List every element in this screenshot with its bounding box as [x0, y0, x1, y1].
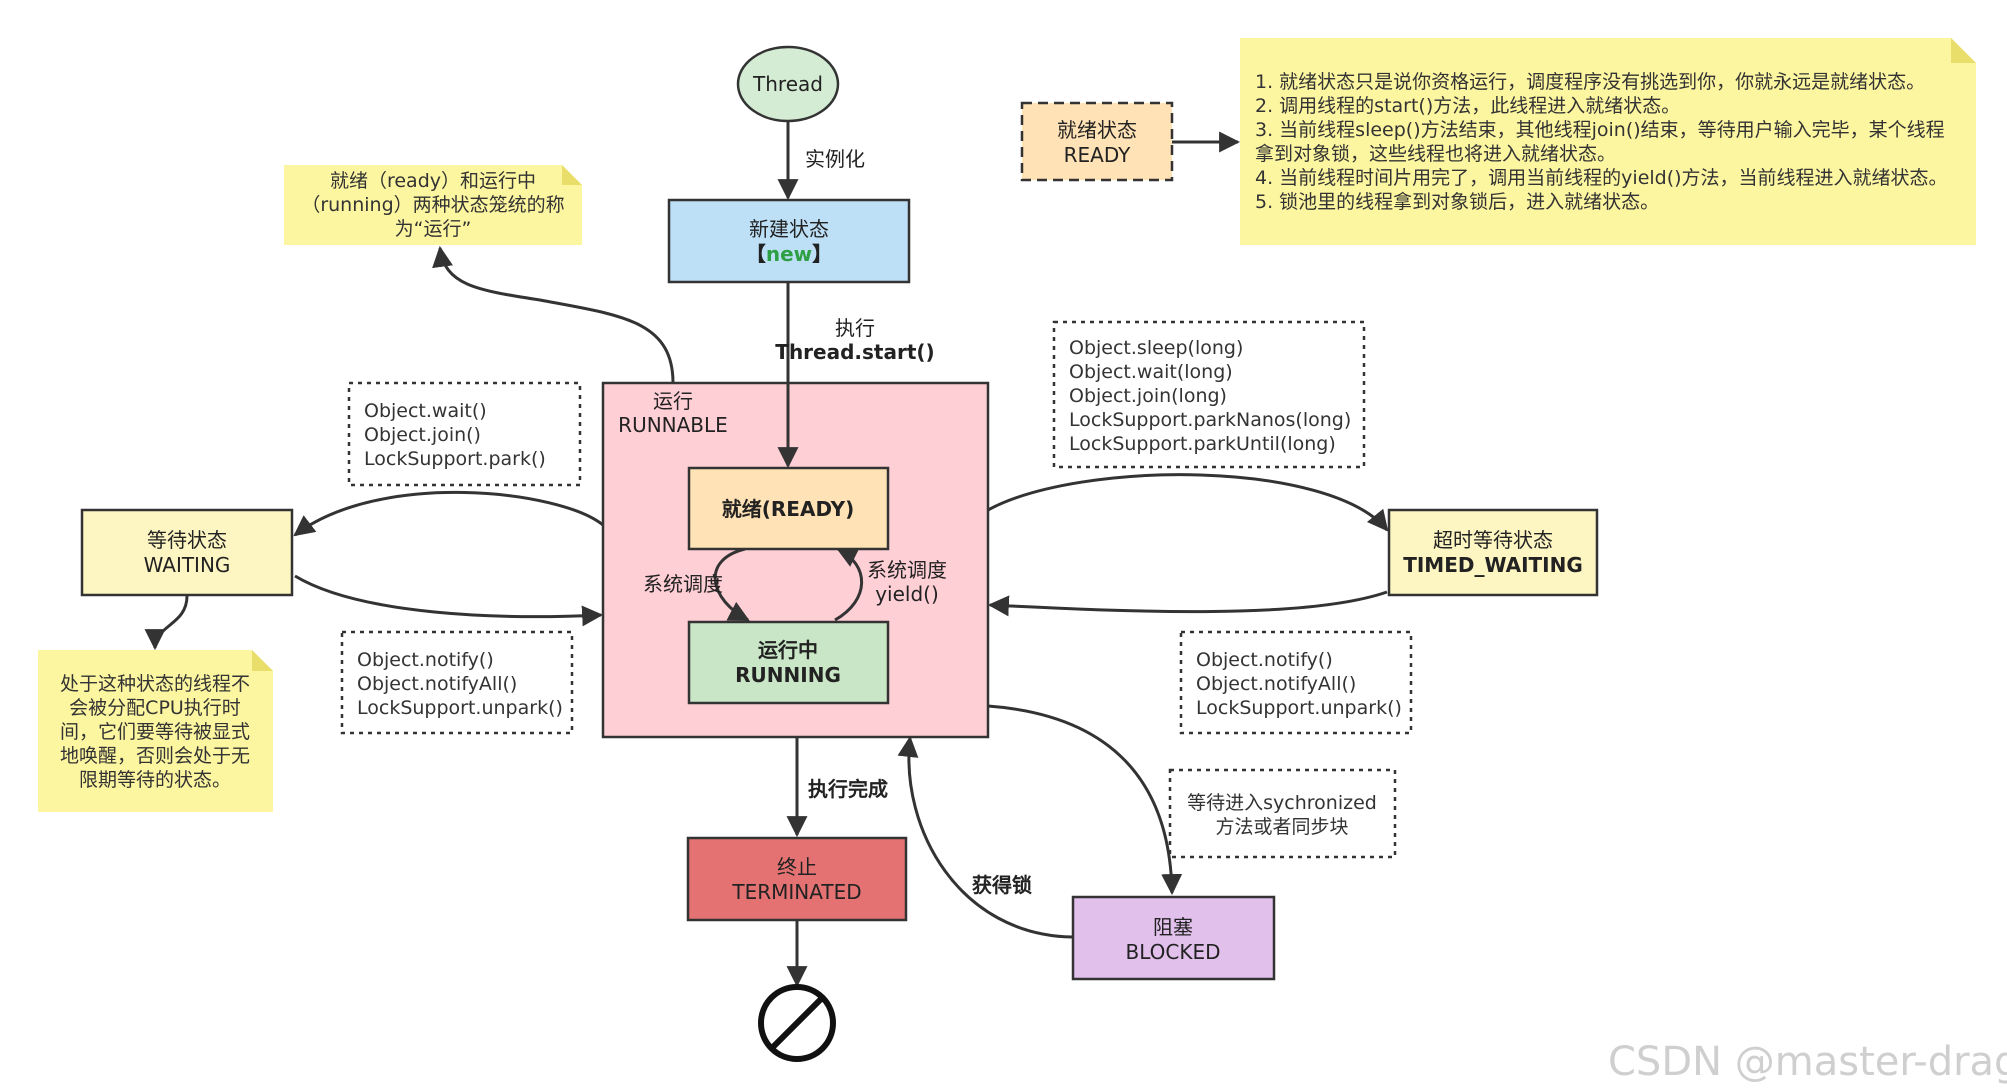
edge-schedule — [713, 547, 750, 622]
running-state: 运行中 RUNNING — [687, 620, 890, 705]
from-timed-waiting-methods: Object.notify() Object.notifyAll() LockS… — [1179, 630, 1413, 735]
blocked-label-cn: 阻塞 — [1153, 915, 1193, 939]
method-line: Object.notifyAll() — [357, 673, 517, 695]
runnable-note-line: 就绪（ready）和运行中 — [330, 170, 536, 192]
waiting-state: 等待状态 WAITING — [80, 508, 294, 597]
watermark: CSDN @master-dragon — [1608, 1039, 2007, 1085]
method-line: LockSupport.parkUntil(long) — [1069, 433, 1336, 455]
ready-note-line: 5. 锁池里的线程拿到对象锁后，进入就绪状态。 — [1255, 190, 1659, 213]
to-waiting-methods: Object.wait() Object.join() LockSupport.… — [347, 381, 582, 487]
runnable-label-cn: 运行 — [653, 389, 693, 413]
running-label-en: RUNNING — [735, 663, 841, 687]
edge-label-start-1: 执行 — [835, 316, 875, 340]
from-waiting-methods: Object.notify() Object.notifyAll() LockS… — [340, 630, 574, 735]
edge-waiting-note — [144, 595, 189, 651]
method-line: Object.notifyAll() — [1196, 673, 1356, 695]
method-line: LockSupport.unpark() — [357, 697, 563, 719]
timed-waiting-label-cn: 超时等待状态 — [1433, 528, 1553, 552]
waiting-sticky-note: 处于这种状态的线程不 会被分配CPU执行时 间，它们要等待被显式 地唤醒，否则会… — [38, 650, 273, 812]
terminated-state: 终止 TERMINATED — [686, 836, 908, 922]
method-line: LockSupport.parkNanos(long) — [1069, 409, 1351, 431]
waiting-note-line: 会被分配CPU执行时 — [69, 697, 241, 719]
edge-yield — [834, 547, 864, 622]
method-line: Object.join(long) — [1069, 385, 1227, 407]
ready-sticky-note: 1. 就绪状态只是说你资格运行，调度程序没有挑选到你，你就永远是就绪状态。 2.… — [1240, 38, 1976, 245]
waiting-note-line: 地唤醒，否则会处于无 — [60, 745, 250, 767]
method-line: Object.sleep(long) — [1069, 337, 1243, 359]
blocked-label-en: BLOCKED — [1125, 940, 1220, 964]
edge-label-yield-2: yield() — [875, 582, 939, 606]
terminated-label-cn: 终止 — [777, 855, 817, 879]
edge-label-yield-1: 系统调度 — [867, 558, 947, 582]
method-line: Object.notify() — [357, 649, 494, 671]
ready-note-line: 4. 当前线程时间片用完了，调用当前线程的yield()方法，当前线程进入就绪状… — [1255, 167, 1948, 189]
ready-state: 就绪(READY) — [687, 466, 890, 551]
new-state: 新建状态 【new】 — [667, 198, 911, 284]
ready-note-line: 3. 当前线程sleep()方法结束，其他线程join()结束，等待用户输入完毕… — [1255, 119, 1945, 141]
end-symbol-icon — [758, 984, 836, 1062]
edge-label-acquire-lock: 获得锁 — [972, 873, 1032, 897]
waiting-label-cn: 等待状态 — [147, 528, 227, 552]
condition-line: 等待进入sychronized — [1187, 792, 1377, 814]
edge-to-timed — [987, 473, 1389, 532]
waiting-label-en: WAITING — [144, 553, 231, 577]
runnable-label-en: RUNNABLE — [618, 413, 728, 437]
runnable-sticky-note: 就绪（ready）和运行中 （running）两种状态笼统的称 为“运行” — [284, 165, 582, 245]
ready-note-line: 2. 调用线程的start()方法，此线程进入就绪状态。 — [1255, 95, 1680, 117]
edge-to-waiting — [293, 490, 604, 537]
ready-legend-en: READY — [1064, 143, 1132, 167]
edge-note-link — [432, 245, 675, 384]
edge-label-instantiate: 实例化 — [805, 147, 865, 171]
edge-label-start-2: Thread.start() — [775, 340, 934, 364]
new-label-en: 【new】 — [746, 242, 832, 266]
method-line: LockSupport.park() — [364, 448, 546, 470]
method-line: LockSupport.unpark() — [1196, 697, 1402, 719]
edges — [144, 122, 1389, 988]
method-line: Object.wait() — [364, 400, 487, 422]
ready-note-line: 拿到对象锁，这些线程也将进入就绪状态。 — [1255, 142, 1616, 165]
timed-waiting-state: 超时等待状态 TIMED_WAITING — [1387, 508, 1599, 597]
thread-node: Thread — [736, 45, 840, 123]
ready-label: 就绪(READY) — [722, 497, 854, 521]
edge-from-timed — [987, 590, 1388, 617]
method-line: Object.join() — [364, 424, 481, 446]
waiting-note-line: 间，它们要等待被显式 — [60, 721, 250, 743]
runnable-note-line: （running）两种状态笼统的称 — [301, 194, 564, 216]
timed-waiting-label-en: TIMED_WAITING — [1403, 553, 1583, 577]
terminated-label-en: TERMINATED — [731, 880, 861, 904]
to-blocked-condition: 等待进入sychronized 方法或者同步块 — [1168, 768, 1397, 859]
ready-note-line: 1. 就绪状态只是说你资格运行，调度程序没有挑选到你，你就永远是就绪状态。 — [1255, 71, 1925, 93]
edge-acquire-lock — [897, 735, 1073, 939]
condition-line: 方法或者同步块 — [1215, 816, 1348, 838]
running-label-cn: 运行中 — [758, 638, 818, 662]
method-line: Object.wait(long) — [1069, 361, 1233, 383]
thread-label: Thread — [752, 72, 823, 96]
new-label-cn: 新建状态 — [749, 217, 829, 241]
blocked-state: 阻塞 BLOCKED — [1071, 895, 1276, 981]
runnable-note-line: 为“运行” — [395, 218, 472, 240]
edge-label-schedule: 系统调度 — [643, 572, 723, 596]
to-timed-waiting-methods: Object.sleep(long) Object.wait(long) Obj… — [1052, 320, 1366, 469]
method-line: Object.notify() — [1196, 649, 1333, 671]
edge-from-waiting — [294, 574, 604, 627]
waiting-note-line: 处于这种状态的线程不 — [60, 673, 250, 695]
waiting-note-line: 限期等待的状态。 — [79, 769, 231, 791]
ready-legend-cn: 就绪状态 — [1057, 118, 1137, 142]
ready-legend: 就绪状态 READY — [1020, 101, 1174, 182]
edge-to-blocked — [987, 704, 1183, 896]
edge-label-finished: 执行完成 — [808, 777, 888, 801]
